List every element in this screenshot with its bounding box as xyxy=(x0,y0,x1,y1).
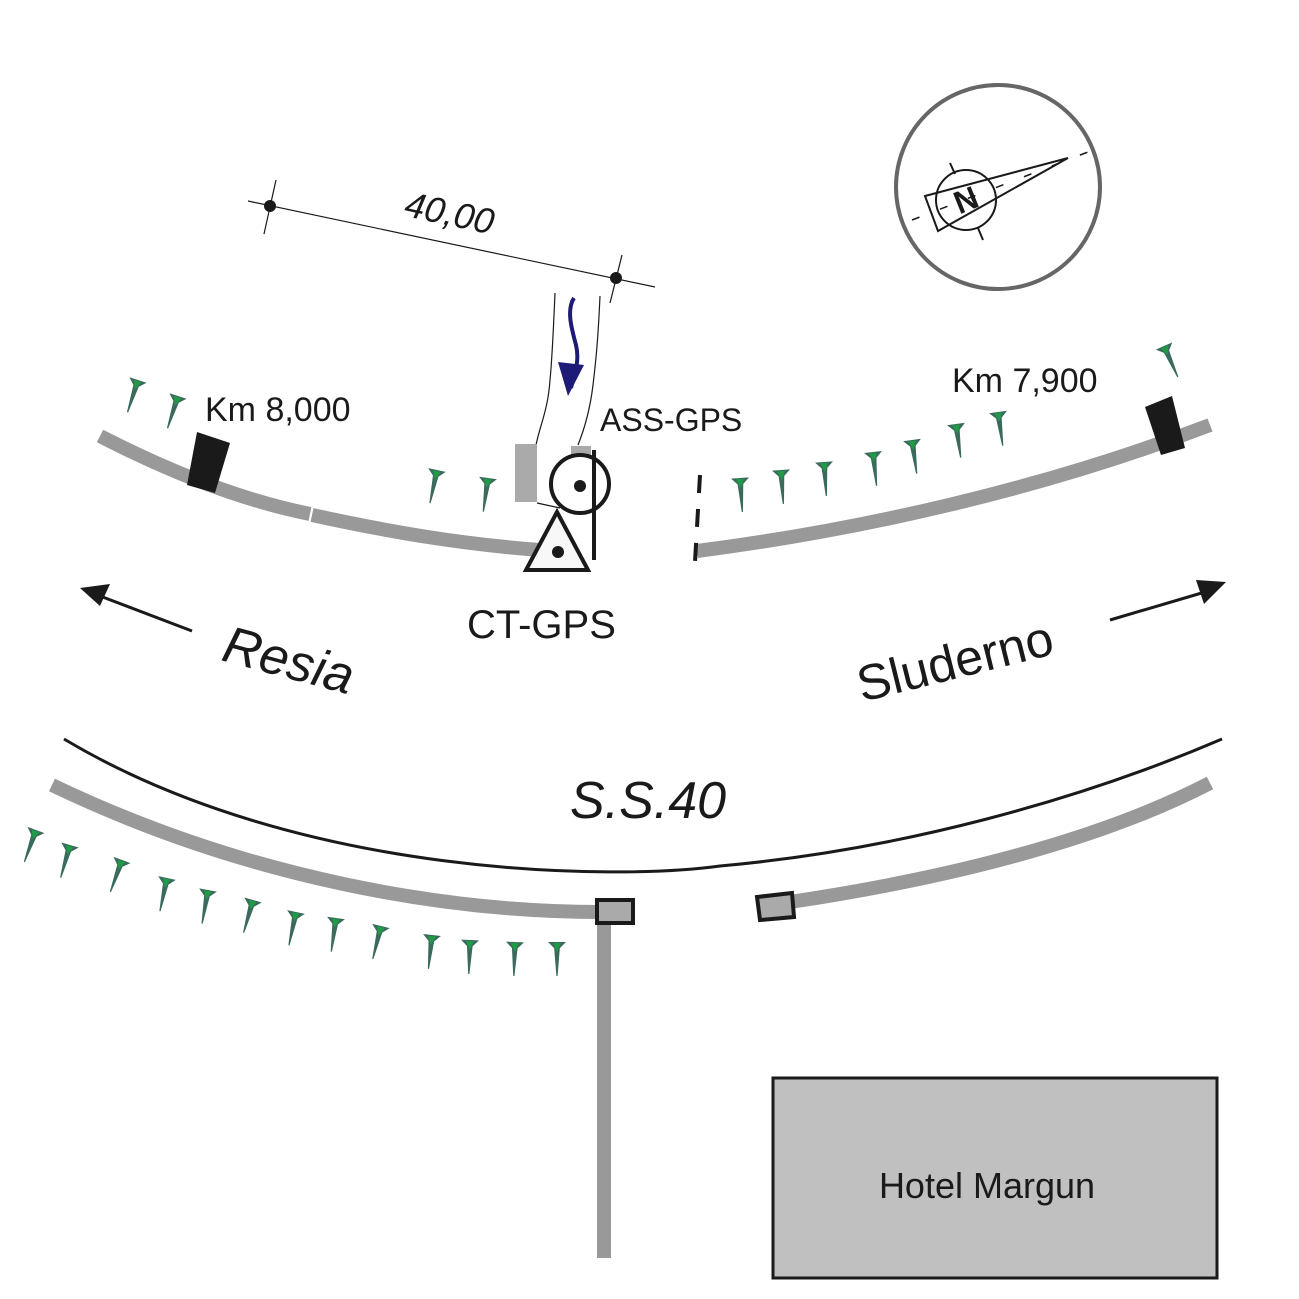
ct-gps-station xyxy=(522,507,592,572)
compass: N xyxy=(894,83,1102,291)
tree-icon xyxy=(199,888,217,924)
tree-icon xyxy=(947,422,965,458)
ass-gps-station xyxy=(549,450,611,560)
tree-icon xyxy=(126,377,147,413)
tree-icon xyxy=(548,942,566,976)
resia-label: Resia xyxy=(217,616,360,706)
ass-gps-label: ASS-GPS xyxy=(600,402,742,438)
channel-wall xyxy=(571,446,591,456)
tree-icon xyxy=(23,826,45,863)
arrow-right-icon xyxy=(1196,580,1226,604)
junction-box xyxy=(754,890,797,923)
km-marker-left xyxy=(187,432,230,493)
tree-icon xyxy=(327,916,345,952)
ct-gps-icon xyxy=(522,507,592,572)
junction-box xyxy=(595,898,635,925)
tree-icon xyxy=(731,477,749,512)
tree-icon xyxy=(815,461,833,496)
tree-icon xyxy=(428,468,446,504)
tree-group xyxy=(23,342,1179,977)
hotel-label: Hotel Margun xyxy=(879,1165,1095,1206)
north-icon: N xyxy=(949,179,984,221)
arrow-left-icon xyxy=(80,584,110,606)
upper-road-left xyxy=(96,429,541,557)
km-marker-right xyxy=(1145,396,1185,455)
dimension-label: 40,00 xyxy=(401,183,498,242)
tree-icon xyxy=(372,923,390,960)
tree-icon xyxy=(772,469,790,504)
flow-arrow-icon xyxy=(558,362,584,396)
lower-road-left xyxy=(48,778,635,1258)
dimension-line: 40,00 xyxy=(247,179,656,304)
tree-icon xyxy=(989,410,1007,446)
tree-icon xyxy=(287,910,305,946)
tree-icon xyxy=(158,876,176,912)
lower-road-right xyxy=(754,776,1214,923)
stream-channel xyxy=(515,292,601,509)
ss40-road: S.S.40 xyxy=(63,737,1223,874)
compass-ring xyxy=(894,83,1102,291)
direction-sluderno: Sluderno xyxy=(851,580,1226,713)
compass-hub xyxy=(935,169,997,231)
compass-tick xyxy=(977,227,984,241)
tree-icon xyxy=(506,941,524,977)
compass-needle xyxy=(923,157,1069,233)
direction-resia: Resia xyxy=(80,584,360,706)
tree-icon xyxy=(243,897,262,933)
road-name-label: S.S.40 xyxy=(570,772,726,830)
tree-icon xyxy=(479,476,497,512)
tree-icon xyxy=(461,939,479,975)
dimension-endpoint xyxy=(610,272,622,284)
hotel-building: Hotel Margun xyxy=(771,1076,1219,1280)
tree-icon xyxy=(423,934,441,969)
tree-icon xyxy=(903,438,921,474)
upper-road-right xyxy=(693,396,1213,563)
tree-icon xyxy=(166,393,187,429)
km-label-right: Km 7,900 xyxy=(952,362,1098,400)
ct-gps-label: CT-GPS xyxy=(467,603,616,647)
tree-icon xyxy=(60,842,79,878)
tree-icon xyxy=(864,451,882,486)
tree-icon xyxy=(109,856,131,893)
sluderno-label: Sluderno xyxy=(851,610,1059,713)
km-label-left: Km 8,000 xyxy=(205,391,351,429)
compass-tick xyxy=(949,162,956,175)
tree-icon xyxy=(1155,342,1179,378)
road-edge-dashed xyxy=(693,474,702,563)
channel-wall xyxy=(515,444,537,502)
dimension-endpoint xyxy=(264,200,276,212)
